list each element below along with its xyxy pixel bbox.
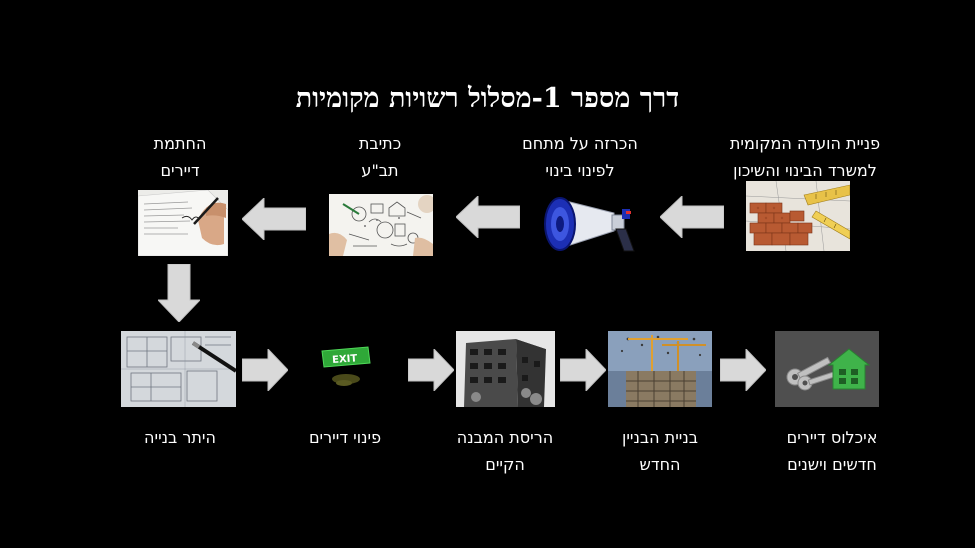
step-6-label: פינוי דיירים — [308, 428, 382, 447]
construction-crane-icon — [608, 331, 712, 407]
arrow-down — [158, 264, 200, 322]
exit-sign-text: EXIT — [332, 353, 358, 366]
arrow-right-4 — [720, 349, 766, 391]
exit-sign-icon: EXIT — [320, 345, 372, 391]
arrow-right-1 — [242, 349, 288, 391]
arrow-right-2 — [408, 349, 454, 391]
blueprint-pen-icon — [121, 331, 236, 407]
page-title: דרך מספר 1-מסלול רשויות מקומיות — [295, 83, 680, 114]
arrow-right-3 — [560, 349, 606, 391]
signing-document-icon — [138, 190, 228, 256]
sketch-plan-icon — [329, 194, 433, 256]
arrow-left-2 — [456, 196, 520, 238]
house-keys-icon — [775, 331, 879, 407]
step-5-label: היתר בנייה — [144, 428, 216, 447]
arrow-left-3 — [242, 198, 306, 240]
demolition-building-icon — [456, 331, 555, 407]
bricks-and-ruler-icon — [746, 181, 850, 251]
megaphone-icon — [540, 191, 640, 255]
arrow-left-1 — [660, 196, 724, 238]
